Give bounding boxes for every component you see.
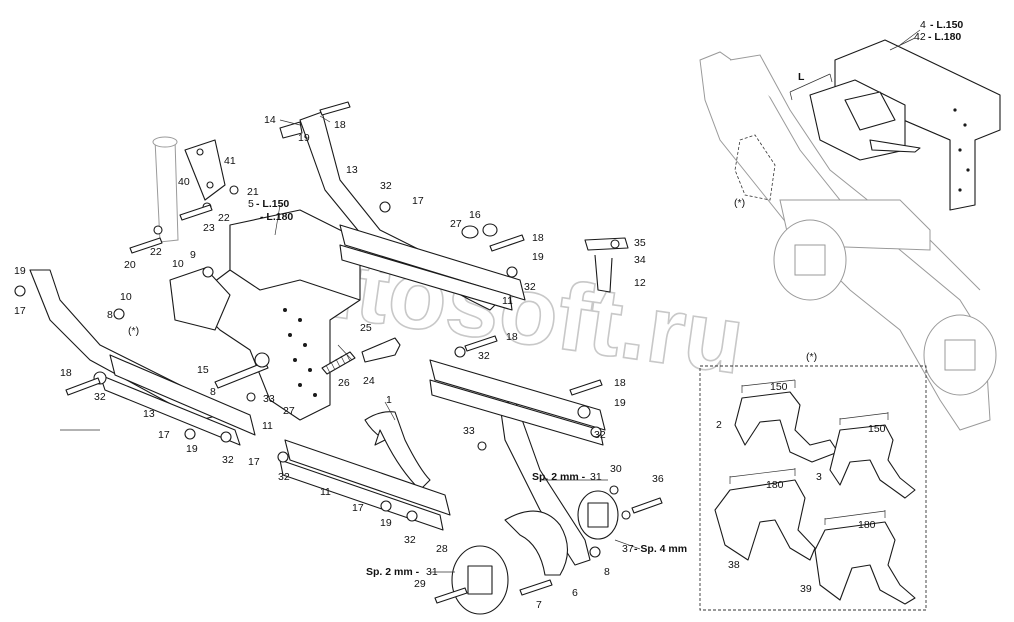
callout-24: 24 (363, 375, 375, 387)
dimension-150-a: 150 (770, 381, 788, 393)
callout-7: 7 (536, 599, 542, 611)
callout-26: 26 (338, 377, 350, 389)
callout-11: 11 (502, 295, 513, 307)
callout-40: 40 (178, 176, 190, 188)
callout-17: 17 (248, 456, 260, 468)
callout-15: 15 (197, 364, 209, 376)
callout-11: 11 (262, 420, 273, 432)
callout-19: 19 (186, 443, 198, 455)
callout-19: 19 (14, 265, 26, 277)
callout-4: 4 (920, 19, 926, 31)
callout-31: 31 (426, 566, 438, 578)
callout-17: 17 (412, 195, 424, 207)
callout-33: 33 (263, 393, 275, 405)
callout-19: 19 (298, 132, 310, 144)
callout-1: 1 (386, 394, 392, 406)
callout-32: 32 (222, 454, 234, 466)
callout-2: 2 (716, 419, 722, 431)
callout-34: 34 (634, 254, 646, 266)
callout-27: 27 (450, 218, 462, 230)
callout-32: 32 (478, 350, 490, 362)
callout-5: 5 (248, 198, 254, 210)
callout-39: 39 (800, 583, 812, 595)
note-sp4: - Sp. 4 mm (634, 543, 687, 555)
callout-33: 33 (463, 425, 475, 437)
note-sp2-b: Sp. 2 mm - (366, 566, 420, 578)
callout-32: 32 (278, 471, 290, 483)
exploded-parts (14, 101, 663, 615)
callout-asterisk-box: (*) (806, 351, 817, 363)
callout-10: 10 (120, 291, 132, 303)
callout-18: 18 (60, 367, 72, 379)
callout-21: 21 (247, 186, 259, 198)
callout-16: 16 (469, 209, 481, 221)
callout-11: 11 (320, 486, 331, 498)
callout-22: 22 (150, 246, 162, 258)
callout-17: 17 (158, 429, 170, 441)
callout-8: 8 (210, 386, 216, 398)
callout-19: 19 (532, 251, 544, 263)
callout-22: 22 (218, 212, 230, 224)
callout-18: 18 (506, 331, 518, 343)
callout-14: 14 (264, 114, 276, 126)
callout-19: 19 (614, 397, 626, 409)
note-l180-b: - L.180 (928, 31, 961, 43)
callout-17: 17 (14, 305, 26, 317)
leader-lines (60, 29, 921, 573)
callout-32: 32 (594, 429, 606, 441)
note-sp2-a: Sp. 2 mm - (532, 471, 586, 483)
dimension-L: L (798, 71, 805, 83)
note-l180-a: - L.180 (260, 211, 293, 223)
dimension-150-b: 150 (868, 423, 886, 435)
callout-27: 27 (283, 405, 295, 417)
callout-42: 42 (914, 31, 926, 43)
callout-23: 23 (203, 222, 215, 234)
assembled-frame-view (699, 37, 1001, 431)
callout-3: 3 (816, 471, 822, 483)
callout-25: 25 (360, 322, 372, 334)
callout-18: 18 (334, 119, 346, 131)
callout-19: 19 (380, 517, 392, 529)
callout-10: 10 (172, 258, 184, 270)
callout-32: 32 (94, 391, 106, 403)
callout-18: 18 (614, 377, 626, 389)
callout-8: 8 (604, 566, 610, 578)
note-l150-b: - L.150 (930, 19, 963, 31)
callout-32: 32 (404, 534, 416, 546)
callout-35: 35 (634, 237, 646, 249)
callout-8: 8 (107, 309, 113, 321)
callout-13: 13 (346, 164, 358, 176)
callout-labels: 19 17 10 8 (*) 18 32 13 17 19 32 20 22 4… (14, 19, 963, 611)
callout-30: 30 (610, 463, 622, 475)
detail-box-variants (699, 365, 927, 611)
note-l150-a: - L.150 (256, 198, 289, 210)
callout-37: 37 (622, 543, 634, 555)
callout-12: 12 (634, 277, 646, 289)
callout-28: 28 (436, 543, 448, 555)
callout-6: 6 (572, 587, 578, 599)
callout-9: 9 (190, 249, 196, 261)
callout-20: 20 (124, 259, 136, 271)
callout-18: 18 (532, 232, 544, 244)
callout-32: 32 (524, 281, 536, 293)
callout-asterisk-left: (*) (128, 325, 139, 337)
callout-36: 36 (652, 473, 664, 485)
callout-29: 29 (414, 578, 426, 590)
dimension-180-b: 180 (858, 519, 876, 531)
dimension-180-a: 180 (766, 479, 784, 491)
callout-41: 41 (224, 155, 236, 167)
callout-17: 17 (352, 502, 364, 514)
callout-38: 38 (728, 559, 740, 571)
callout-32: 32 (380, 180, 392, 192)
callout-31: 31 (590, 471, 602, 483)
callout-asterisk-top: (*) (734, 197, 745, 209)
callout-13: 13 (143, 408, 155, 420)
